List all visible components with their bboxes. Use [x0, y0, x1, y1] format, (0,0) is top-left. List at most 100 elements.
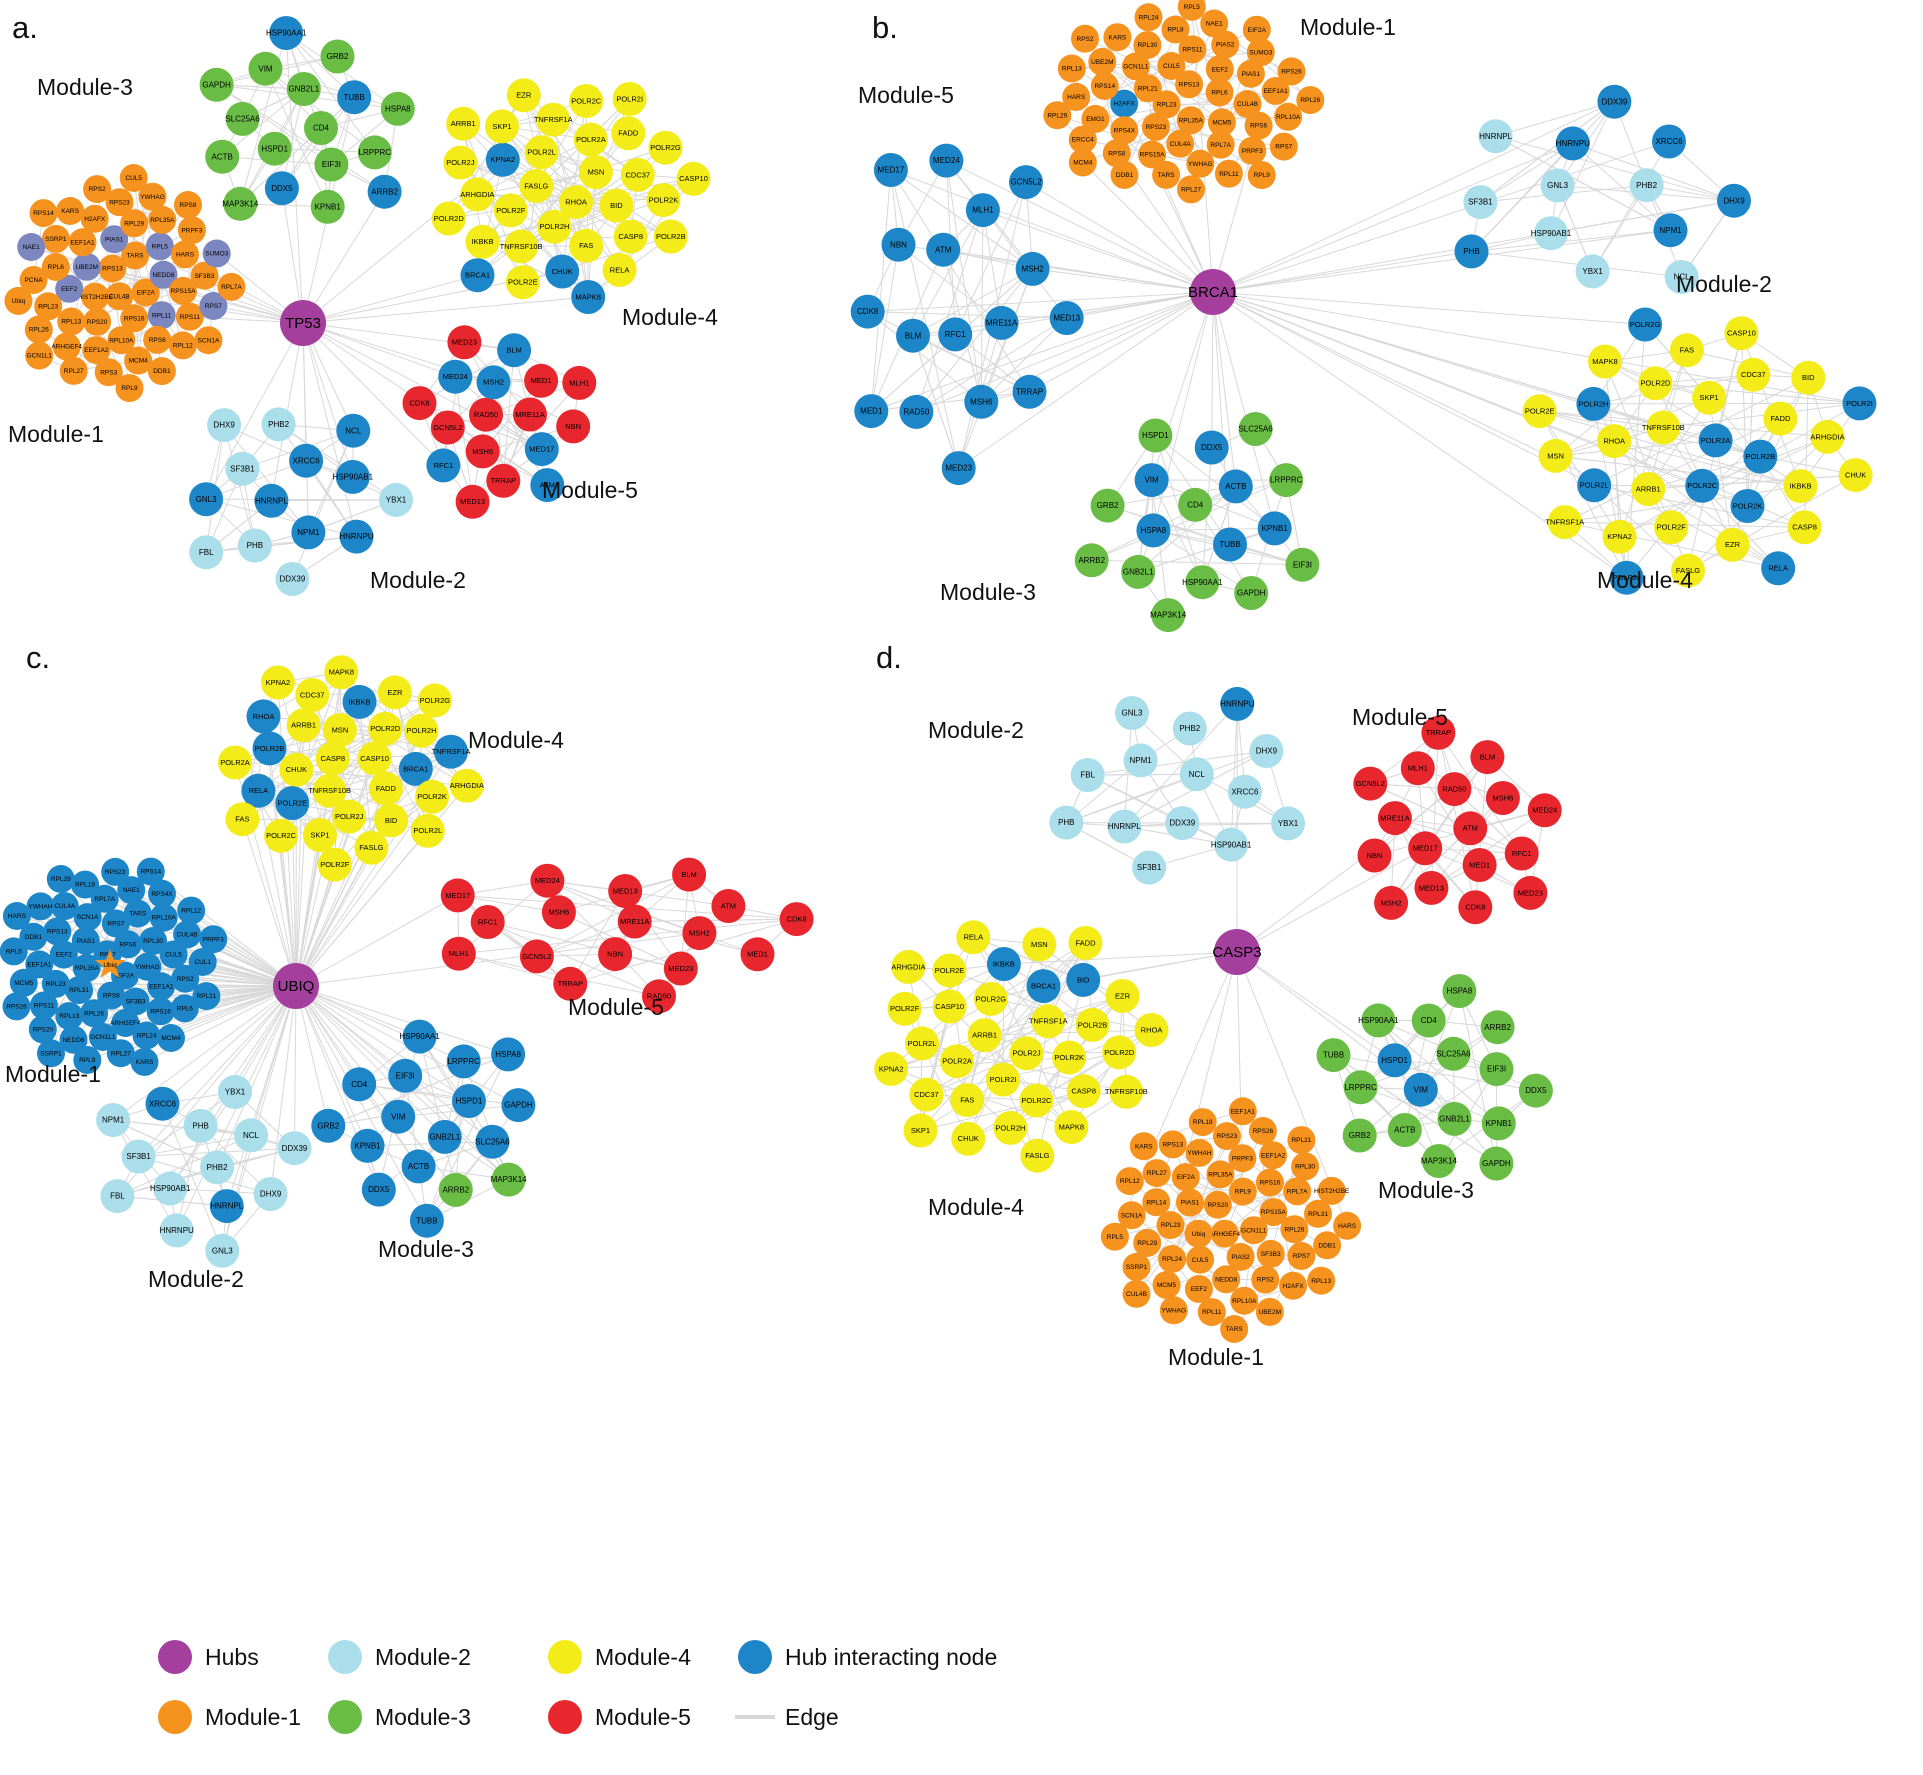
node-label-SCN1A: SCN1A: [198, 337, 220, 344]
node-CDC37: [620, 157, 655, 192]
edge: [1701, 485, 1779, 569]
edge: [1135, 65, 1259, 127]
node-label-MRE11A: MRE11A: [515, 410, 544, 419]
node-RPS2: [1251, 1265, 1280, 1294]
node-label-CASP8: CASP8: [618, 232, 643, 241]
node-EEF2: [55, 274, 84, 303]
node-RFC1: [470, 905, 505, 939]
node-GCN1L1: [25, 341, 54, 370]
node-label-EEF1A1: EEF1A1: [1264, 88, 1289, 95]
edge: [263, 715, 386, 730]
node-label-PRPF3: PRPF3: [1232, 1155, 1253, 1162]
node-label-TNFRSF1A: TNFRSF1A: [534, 115, 573, 124]
edge: [1151, 479, 1275, 529]
node-label-NPM1: NPM1: [102, 1116, 125, 1125]
node-label-RPL21: RPL21: [196, 993, 216, 1000]
node-ARHGDIA: [460, 177, 495, 212]
node-label-RPS16: RPS16: [1260, 1180, 1281, 1187]
module-label-a-module-2: Module-2: [370, 567, 466, 593]
node-NCL: [234, 1118, 268, 1153]
node-RHOA: [1597, 424, 1632, 459]
node-label-RPS23: RPS23: [105, 869, 126, 876]
node-label-HSP90AB1: HSP90AB1: [1531, 229, 1572, 238]
node-label-RPL27: RPL27: [111, 1050, 131, 1057]
node-label-HNRNPU: HNRNPU: [339, 532, 373, 541]
legend-label-module-2: Module-2: [375, 1644, 471, 1670]
node-label-SCN1A: SCN1A: [1121, 1212, 1143, 1219]
node-HNRNPU: [1555, 126, 1590, 161]
node-label-BRCA1: BRCA1: [403, 764, 428, 773]
node-label-POLR2I: POLR2I: [616, 94, 643, 103]
node-label-GRB2: GRB2: [317, 1121, 339, 1130]
edge: [870, 169, 892, 412]
node-label-RPS23: RPS23: [1146, 124, 1167, 131]
node-RPS26: [1277, 57, 1306, 86]
node-HNRNPU: [339, 519, 374, 554]
node-RPS23: [101, 857, 130, 886]
node-GNL3: [205, 1233, 240, 1268]
node-label-RPS26: RPS26: [6, 1003, 27, 1010]
node-POLR2J: [1609, 560, 1644, 595]
node-SCN1A: [194, 326, 223, 355]
edge: [1564, 521, 1779, 569]
node-HSPD1: [1138, 418, 1173, 453]
node-label-GAPDH: GAPDH: [504, 1101, 533, 1110]
node-label-NPM1: NPM1: [1129, 756, 1152, 765]
node-POLR2L: [905, 1026, 939, 1061]
node-ACTB: [1387, 1113, 1422, 1147]
node-label-RPS6: RPS6: [119, 941, 136, 948]
node-MAP3K14: [1421, 1144, 1456, 1178]
node-HIST2H2BE: [81, 282, 110, 311]
node-POLR2B: [653, 219, 688, 254]
node-label-FASLG: FASLG: [524, 181, 548, 190]
panel-c-labels: Module-4Module-1Module-5Module-2Module-3…: [5, 640, 664, 1292]
node-label-MED17: MED17: [529, 445, 554, 454]
node-label-GCN5L2: GCN5L2: [1010, 178, 1042, 187]
node-label-POLR2F: POLR2F: [890, 1004, 920, 1013]
node-MLH1: [441, 936, 476, 971]
node-DHX9: [1717, 183, 1751, 218]
node-label-DDB1: DDB1: [1318, 1242, 1336, 1249]
node-label-RPL5: RPL5: [1107, 1234, 1124, 1241]
node-POLR2D: [1638, 366, 1673, 401]
node-POLR2J: [443, 145, 478, 180]
legend-label-hub-interacting-node: Hub interacting node: [785, 1644, 997, 1670]
node-MRE11A: [1377, 801, 1412, 836]
node-label-GNL3: GNL3: [1547, 181, 1568, 190]
node-RPL14: [1142, 1188, 1171, 1217]
node-POLR2H: [993, 1110, 1028, 1145]
node-label-KARS: KARS: [61, 208, 79, 215]
node-RPS23: [105, 188, 134, 217]
node-label-XRCC6: XRCC6: [293, 456, 321, 465]
node-MRE11A: [617, 904, 652, 939]
node-RPL26: [24, 315, 53, 344]
edge: [1137, 435, 1156, 572]
panel-d-nodes: NCLDDX39NPM1XRCC6HNRNPLPHB2HSP90AB1FBLDH…: [874, 686, 1562, 1343]
node-label-POLR2A: POLR2A: [942, 1057, 972, 1066]
edge: [463, 1061, 510, 1180]
node-label-MAPK8: MAPK8: [575, 292, 600, 301]
node-FADD: [611, 116, 646, 151]
node-CHUK: [279, 752, 314, 787]
node-label-NEDD8: NEDD8: [1215, 1276, 1237, 1283]
node-label-RPS16: RPS16: [124, 315, 145, 322]
module-label-b-module-5: Module-5: [858, 82, 954, 108]
node-label-RPL13: RPL13: [61, 319, 81, 326]
node-label-ERCC4: ERCC4: [1072, 137, 1094, 144]
module-label-a-module-5: Module-5: [542, 477, 638, 503]
node-BLM: [497, 333, 532, 368]
node-label-RPS7: RPS7: [1275, 144, 1292, 151]
legend-label-module-1: Module-1: [205, 1704, 301, 1730]
node-GNB2L1: [1121, 554, 1156, 589]
node-RPS4X: [1110, 116, 1139, 145]
node-label-MSH2: MSH2: [689, 929, 710, 938]
node-label-IKBKB: IKBKB: [993, 959, 1015, 968]
edge: [1555, 397, 1710, 457]
edge: [1702, 474, 1856, 487]
node-RPL26: [80, 999, 109, 1028]
node-label-POLR2J: POLR2J: [446, 158, 475, 167]
node-label-DDB1: DDB1: [1116, 172, 1134, 179]
edge: [458, 953, 571, 985]
edge: [1151, 479, 1203, 583]
